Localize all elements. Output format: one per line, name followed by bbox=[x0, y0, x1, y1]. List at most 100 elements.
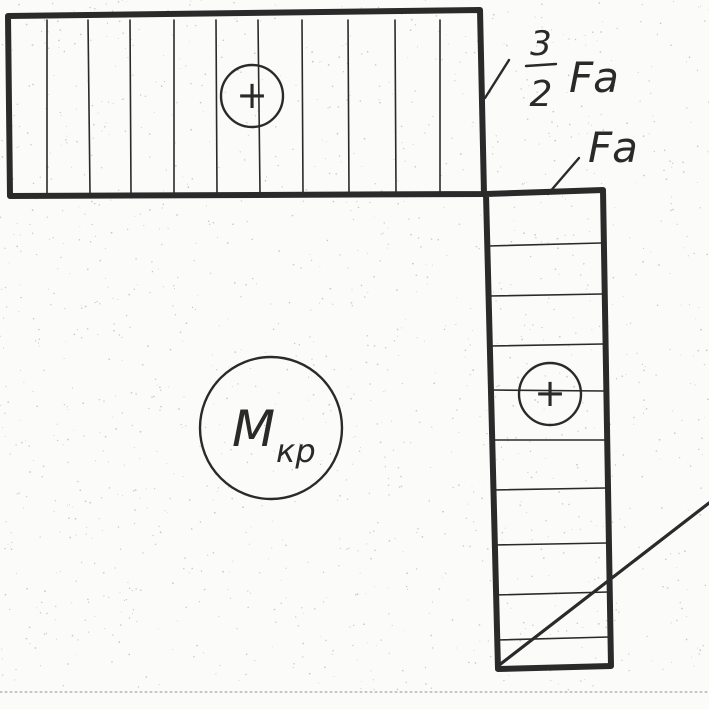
paper-speck bbox=[266, 176, 268, 178]
paper-speck bbox=[465, 517, 467, 519]
paper-speck bbox=[71, 602, 73, 604]
paper-speck bbox=[13, 115, 15, 117]
paper-speck bbox=[188, 572, 190, 574]
paper-speck bbox=[388, 540, 391, 542]
paper-speck bbox=[245, 283, 247, 286]
paper-speck bbox=[117, 493, 119, 495]
paper-speck bbox=[527, 105, 529, 107]
paper-speck bbox=[380, 190, 383, 192]
paper-speck bbox=[563, 532, 566, 534]
paper-speck bbox=[50, 152, 51, 154]
paper-speck bbox=[621, 659, 623, 662]
paper-speck bbox=[137, 686, 140, 688]
paper-speck bbox=[212, 221, 215, 224]
paper-speck bbox=[193, 259, 195, 262]
paper-speck bbox=[509, 356, 512, 359]
paper-speck bbox=[682, 161, 684, 164]
paper-speck bbox=[571, 529, 573, 531]
paper-speck bbox=[584, 34, 586, 37]
paper-speck bbox=[703, 363, 706, 366]
paper-speck bbox=[101, 100, 103, 103]
paper-speck bbox=[92, 124, 95, 126]
paper-speck bbox=[73, 429, 75, 431]
paper-speck bbox=[548, 132, 550, 135]
paper-speck bbox=[557, 630, 559, 632]
paper-speck bbox=[387, 369, 389, 371]
paper-speck bbox=[310, 259, 313, 261]
paper-speck bbox=[576, 622, 579, 624]
paper-speck bbox=[545, 437, 547, 439]
paper-speck bbox=[309, 336, 311, 338]
paper-speck bbox=[302, 613, 304, 615]
paper-speck bbox=[514, 229, 516, 231]
paper-speck bbox=[622, 296, 624, 298]
paper-speck bbox=[207, 220, 210, 223]
paper-speck bbox=[65, 139, 67, 141]
paper-speck bbox=[615, 378, 618, 380]
paper-speck bbox=[651, 66, 653, 68]
paper-speck bbox=[272, 520, 274, 522]
paper-speck bbox=[133, 447, 135, 449]
paper-speck bbox=[336, 132, 339, 135]
paper-speck bbox=[293, 342, 296, 345]
paper-speck bbox=[115, 428, 118, 430]
paper-speck bbox=[247, 590, 249, 592]
paper-speck bbox=[89, 501, 92, 504]
paper-speck bbox=[31, 209, 34, 212]
paper-speck bbox=[605, 620, 608, 622]
paper-speck bbox=[500, 288, 503, 290]
paper-speck bbox=[145, 676, 148, 678]
paper-speck bbox=[686, 235, 688, 238]
paper-speck bbox=[132, 613, 133, 614]
paper-speck bbox=[536, 91, 538, 93]
paper-speck bbox=[55, 638, 58, 640]
paper-speck bbox=[356, 200, 358, 203]
paper-speck bbox=[302, 200, 304, 202]
paper-speck bbox=[686, 589, 688, 591]
paper-speck bbox=[658, 264, 660, 266]
paper-speck bbox=[261, 505, 263, 507]
paper-speck bbox=[704, 584, 707, 587]
paper-speck bbox=[626, 324, 628, 326]
paper-speck bbox=[121, 495, 123, 497]
paper-speck bbox=[28, 626, 31, 629]
paper-speck bbox=[540, 277, 542, 280]
paper-speck bbox=[329, 287, 332, 290]
paper-speck bbox=[386, 247, 388, 249]
paper-speck bbox=[148, 133, 151, 135]
top-value-leader bbox=[483, 58, 511, 100]
paper-speck bbox=[535, 237, 537, 239]
paper-speck bbox=[184, 557, 186, 559]
paper-speck bbox=[240, 200, 242, 202]
top-value-label: 3 2 Fa bbox=[524, 24, 619, 115]
paper-speck bbox=[174, 313, 177, 316]
paper-speck bbox=[420, 246, 422, 248]
paper-speck bbox=[149, 209, 151, 211]
paper-speck bbox=[400, 485, 403, 488]
paper-speck bbox=[222, 570, 224, 573]
paper-speck bbox=[104, 248, 106, 250]
paper-speck bbox=[430, 687, 433, 689]
paper-speck bbox=[396, 328, 399, 331]
paper-speck bbox=[128, 293, 131, 296]
paper-speck bbox=[359, 572, 361, 574]
paper-speck bbox=[473, 51, 476, 54]
paper-speck bbox=[645, 408, 648, 410]
paper-speck bbox=[497, 342, 499, 344]
paper-speck bbox=[226, 397, 228, 400]
paper-speck bbox=[18, 311, 20, 313]
paper-speck bbox=[107, 286, 109, 288]
vertical-segment-outline bbox=[483, 187, 614, 672]
paper-speck bbox=[36, 253, 38, 256]
paper-speck bbox=[454, 73, 456, 75]
paper-speck bbox=[112, 416, 114, 418]
paper-speck bbox=[612, 224, 614, 226]
paper-speck bbox=[32, 317, 35, 320]
paper-speck bbox=[376, 423, 379, 425]
paper-speck bbox=[356, 659, 358, 661]
paper-speck bbox=[698, 6, 700, 8]
paper-speck bbox=[216, 491, 218, 493]
paper-speck bbox=[601, 21, 603, 22]
paper-speck bbox=[379, 260, 381, 262]
paper-speck bbox=[564, 234, 566, 236]
